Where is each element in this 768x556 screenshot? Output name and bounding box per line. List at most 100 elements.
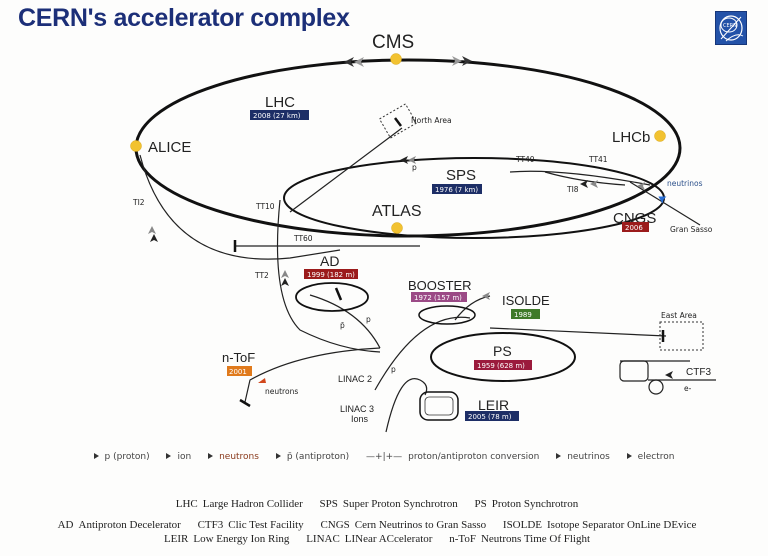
legend-label: p̄ (antiproton) (286, 452, 350, 462)
beam-dumps (233, 117, 665, 408)
glossary-full: Cern Neutrinos to Gran Sasso (354, 519, 487, 531)
booster-ring (418, 305, 476, 325)
cngs-badge: 2006 (625, 224, 643, 232)
tt10-line (276, 199, 381, 353)
alice-dot (130, 140, 142, 152)
legend-item-ion: ion (166, 452, 191, 462)
legend-label: ion (177, 452, 192, 462)
ad-label: AD (320, 253, 339, 269)
legend-label: neutrons (219, 452, 259, 462)
line-arrows (148, 156, 673, 383)
east-area-label: East Area (661, 311, 697, 320)
cngs-line (629, 181, 701, 226)
linac3-sub-label: Ions (351, 414, 369, 424)
glossary-abbr: PS (474, 498, 487, 510)
ps-ring (430, 332, 576, 382)
north-area-box (378, 103, 418, 139)
ctf3-structure (619, 360, 716, 395)
legend-label: proton/antiproton conversion (408, 452, 540, 462)
legend-item-electron: electron (626, 452, 675, 462)
alice-label: ALICE (148, 139, 191, 156)
sps-label: SPS (446, 167, 476, 184)
lhc-beam-arrows (344, 56, 472, 67)
glossary-abbr: SPS (319, 498, 338, 510)
conversion-icon: —+|+— (366, 452, 403, 462)
ti8-line (544, 171, 626, 186)
proton-label-linac: p (391, 365, 396, 374)
legend-label: p (proton) (104, 452, 150, 462)
glossary-full: Clic Test Facility (228, 519, 304, 531)
isolde-label: ISOLDE (502, 293, 550, 308)
arrow-neutron-icon (208, 453, 214, 459)
north-area-label: North Area (411, 116, 452, 125)
glossary-abbr: CTF3 (197, 519, 224, 531)
lhc-badge: 2008 (27 km) (253, 112, 301, 120)
glossary-full: Large Hadron Collider (202, 498, 303, 510)
north-area-line (289, 127, 403, 213)
tt60-label: TT60 (293, 234, 313, 243)
lhcb-dot (654, 130, 666, 142)
glossary-full: Proton Synchrotron (491, 498, 579, 510)
ntof-badge: 2001 (229, 368, 247, 376)
ps-badge: 1959 (628 m) (477, 362, 525, 370)
linac3-line (385, 378, 428, 433)
glossary-abbr: LEIR (163, 533, 189, 545)
badges: 2008 (27 km) 1976 (7 km) 2006 1999 (182 … (227, 110, 649, 421)
glossary-abbr: ISOLDE (502, 519, 543, 531)
arrow-ion-icon (166, 453, 172, 459)
atlas-dot (391, 222, 403, 234)
ctf3-label: CTF3 (686, 367, 711, 378)
isolde-badge: 1989 (514, 311, 532, 319)
ti2-line (139, 154, 341, 260)
glossary-full: Super Proton Synchrotron (342, 498, 458, 510)
tt10-label: TT10 (255, 202, 275, 211)
tt40-label: TT40 (515, 155, 535, 164)
lhcb-label: LHCb (612, 129, 650, 146)
leir-label: LEIR (478, 397, 509, 413)
legend-item-neutrons: neutrons (208, 452, 259, 462)
ad-ring (295, 282, 369, 312)
logo-text: CERN (723, 23, 737, 29)
atlas-label: ATLAS (372, 203, 422, 220)
glossary-full: Isotope Separator OnLine DEvice (547, 519, 697, 531)
proton-label-sps: p (412, 163, 417, 172)
experiment-dots (130, 53, 666, 234)
ntof-label: n-ToF (222, 350, 255, 365)
neutrinos-label: neutrinos (667, 179, 703, 188)
particle-legend: p (proton) ion neutrons p̄ (antiproton) … (0, 452, 768, 462)
tt41-label: TT41 (588, 155, 608, 164)
ps-label: PS (493, 343, 512, 359)
legend-item-neutrinos: neutrinos (556, 452, 610, 462)
cern-logo-icon: CERN (719, 15, 744, 42)
leir-inner-ring (424, 396, 454, 416)
arrow-electron-icon (626, 453, 632, 459)
linac2-label: LINAC 2 (338, 374, 372, 384)
east-area-line (489, 327, 667, 337)
legend-item-proton: p (proton) (93, 452, 150, 462)
booster-label: BOOSTER (408, 278, 472, 293)
glossary-full: LINear ACcelerator (344, 533, 433, 545)
electron-label: e- (684, 384, 692, 393)
antiproton-label-ad: p̄ (340, 321, 345, 330)
legend-label: neutrinos (567, 452, 610, 462)
glossary-full: Low Energy Ion Ring (193, 533, 290, 545)
ti8-label: TI8 (566, 185, 579, 194)
arrow-proton-icon (93, 453, 99, 459)
leir-badge: 2005 (78 m) (468, 413, 512, 421)
arrow-antiproton-icon (275, 453, 281, 459)
ntof-line (244, 347, 381, 403)
glossary-full: Neutrons Time Of Flight (480, 533, 591, 545)
gran-sasso-label: Gran Sasso (670, 225, 713, 234)
ad-line (309, 294, 381, 349)
booster-badge: 1972 (157 m) (414, 294, 462, 302)
glossary-abbr: AD (57, 519, 74, 531)
glossary-abbr: n-ToF (449, 533, 476, 545)
glossary-abbr: CNGS (320, 519, 350, 531)
glossary-abbr: LINAC (306, 533, 340, 545)
east-area-box (659, 321, 704, 351)
ti2-label: TI2 (132, 198, 145, 207)
legend-label: electron (637, 452, 675, 462)
ad-badge: 1999 (182 m) (307, 271, 355, 279)
linac3-label: LINAC 3 (340, 404, 374, 414)
